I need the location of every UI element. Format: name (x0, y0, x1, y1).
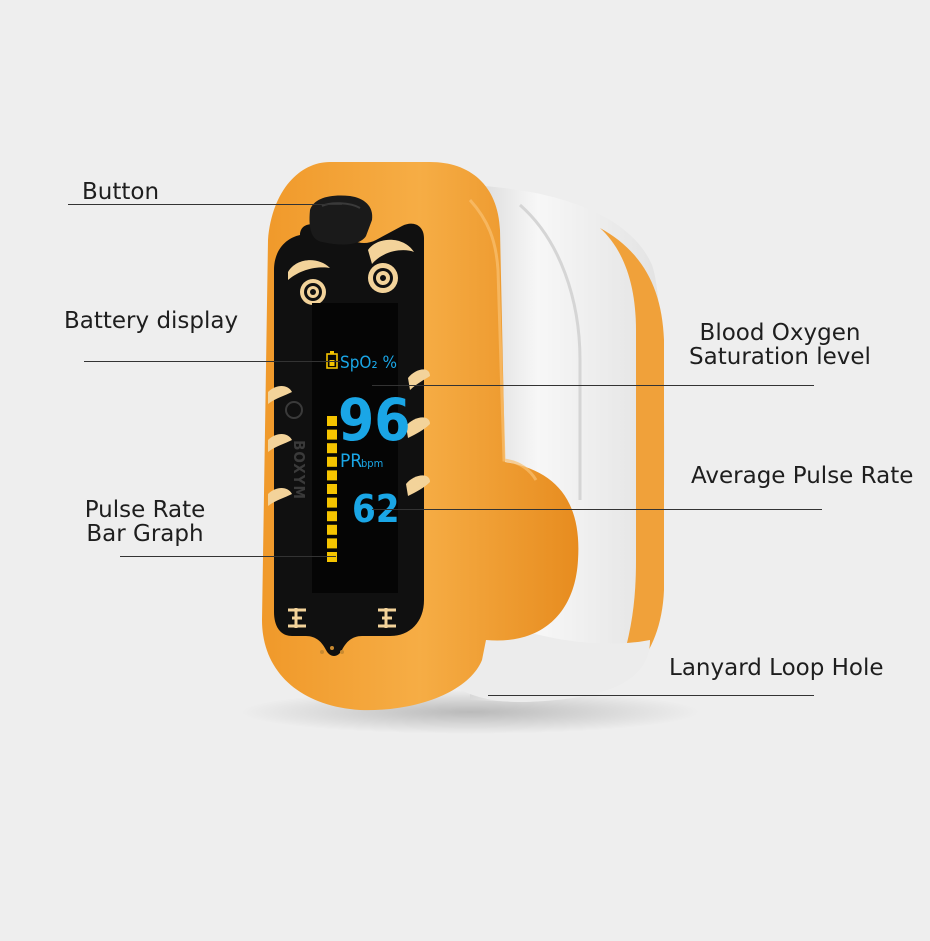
pulse-bar-segment (327, 416, 337, 426)
left-eye-icon (288, 260, 330, 305)
callout-button: Button (82, 179, 160, 205)
tiger-stripes-left (268, 386, 292, 506)
callout-blood-oxygen: Blood Oxygen Saturation level (680, 321, 880, 369)
bpm-label: bpm (361, 457, 383, 470)
lcd-screen (312, 303, 398, 593)
brand-logo: BOXYM (290, 440, 308, 500)
callout-blood-oxygen-line2: Saturation level (689, 344, 871, 370)
leader-line-battery (84, 361, 340, 362)
pulse-bar-segment (327, 552, 337, 562)
pulse-bar-segment (327, 511, 337, 522)
leader-line-spo2 (372, 385, 814, 386)
pr-label: PR (340, 450, 362, 472)
callout-lanyard-loop-hole: Lanyard Loop Hole (669, 655, 884, 681)
pulse-bar-segment (327, 497, 337, 508)
callout-blood-oxygen-line1: Blood Oxygen (699, 320, 861, 346)
callout-bar-graph-line2: Bar Graph (86, 521, 204, 547)
tiger-stripes-right (406, 369, 430, 496)
callout-bar-graph-line1: Pulse Rate (84, 497, 206, 523)
clip-orange-edge (600, 228, 664, 688)
callout-average-pulse-rate: Average Pulse Rate (691, 463, 914, 489)
spo2-value: 96 (338, 386, 411, 454)
pulse-bar-segment (327, 524, 337, 535)
whisker-marks (288, 608, 396, 628)
leader-line-pulse-rate (372, 509, 822, 510)
leader-line-lanyard (488, 695, 814, 696)
leader-line-button (68, 204, 342, 205)
spo2-label: SpO₂ % (340, 353, 397, 373)
callout-battery-display: Battery display (64, 308, 239, 334)
lanyard-marks (320, 646, 344, 654)
leader-line-bar-graph (120, 556, 336, 557)
pulse-bar-segment (327, 484, 337, 494)
callout-pulse-rate-bar-graph: Pulse Rate Bar Graph (60, 498, 230, 546)
pulse-bar-segment (327, 456, 337, 467)
pulse-bar-graph (327, 416, 337, 562)
pulse-bar-segment (327, 538, 337, 549)
pulse-bar-segment (327, 443, 337, 454)
pulse-bar-segment (327, 470, 337, 481)
pulse-bar-segment (327, 429, 337, 440)
power-button-shape (309, 195, 373, 245)
right-eye-icon (368, 239, 414, 293)
